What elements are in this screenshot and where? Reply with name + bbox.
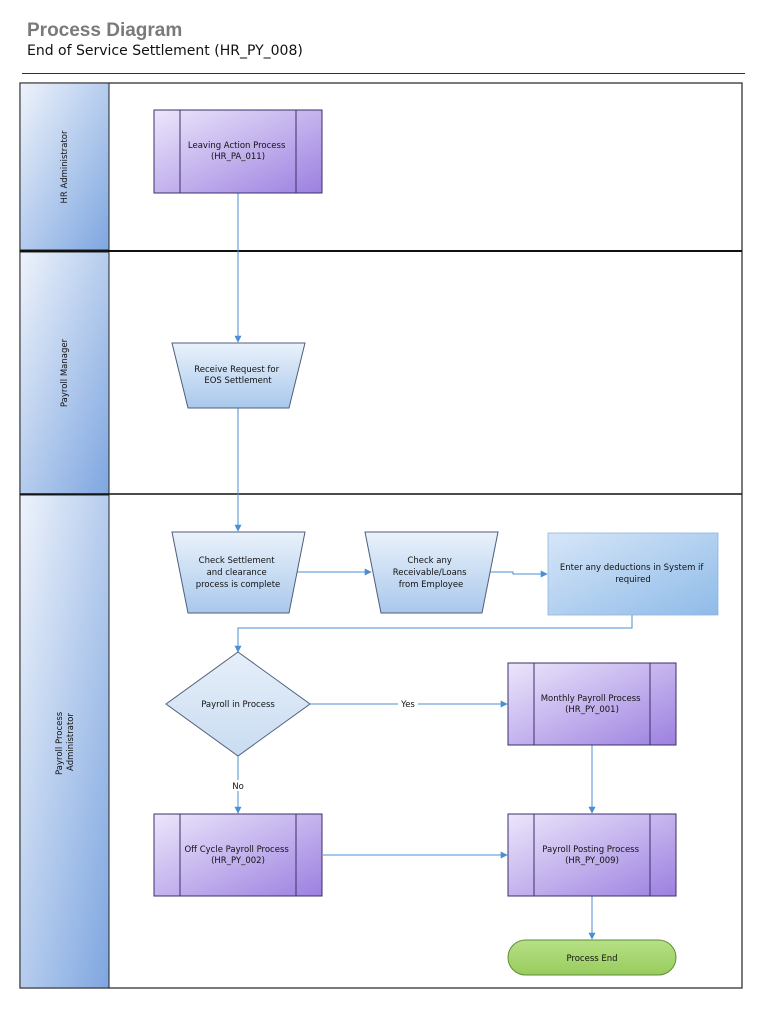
lane-header-hr-admin	[19, 82, 110, 251]
node-text-line: (HR_PY_001)	[565, 705, 619, 715]
node-text-line: (HR_PY_002)	[211, 856, 265, 866]
node-off-cycle-payroll: Off Cycle Payroll Process (HR_PY_002)	[153, 813, 323, 897]
node-text-line: process is complete	[196, 580, 281, 590]
node-check-settlement: Check Settlement and clearance process i…	[171, 531, 306, 614]
node-text-line: Check Settlement	[199, 556, 276, 566]
lane-label-payroll-manager: Payroll Manager	[60, 338, 70, 407]
lane-label-line: Administrator	[66, 713, 76, 771]
title-divider	[22, 73, 745, 74]
node-text-line: Payroll in Process	[201, 700, 275, 710]
node-text-line: from Employee	[399, 580, 464, 590]
lane-header-payroll-manager	[19, 251, 110, 495]
node-process-end: Process End	[507, 939, 677, 976]
lane-label-payroll-process-admin: Payroll Process Administrator	[55, 709, 76, 775]
edge-label-bg	[398, 699, 418, 709]
node-text-line: Off Cycle Payroll Process	[184, 845, 289, 855]
node-text-line: Monthly Payroll Process	[541, 694, 641, 704]
svg-text:Payroll Posting Process: Payroll Posting Process (HR_PY_009)	[542, 845, 642, 866]
svg-text:Enter any deductions in System: Enter any deductions in System if requir…	[560, 563, 706, 585]
node-text-line: EOS Settlement	[204, 376, 272, 386]
svg-text:Check Settlement and cle: Check Settlement and clearance process i…	[196, 556, 281, 590]
connectors	[234, 193, 633, 940]
node-text-line: (HR_PY_009)	[565, 856, 619, 866]
node-text-line: Payroll Posting Process	[542, 845, 639, 855]
svg-text:Leaving Action Process (: Leaving Action Process (HR_PA_011)	[188, 141, 288, 162]
edge-receivable-to-deductions	[489, 570, 548, 578]
node-payroll-in-process: Payroll in Process	[165, 651, 311, 757]
svg-text:Monthly Payroll Process: Monthly Payroll Process (HR_PY_001)	[541, 694, 644, 715]
node-text-line: Process End	[566, 954, 617, 964]
node-enter-deductions: Enter any deductions in System if requir…	[547, 532, 719, 616]
edge-label-no: No	[232, 782, 244, 792]
lane-header-payroll-process-admin	[19, 494, 110, 989]
node-text-line: Receivable/Loans	[393, 568, 467, 578]
node-text-line: Check any	[407, 556, 451, 566]
node-text-line: Leaving Action Process	[188, 141, 286, 151]
svg-text:Check any Receivable/Loa: Check any Receivable/Loans from Employee	[393, 556, 470, 590]
svg-text:Off Cycle Payroll Process: Off Cycle Payroll Process (HR_PY_002)	[184, 845, 291, 866]
node-text-line: (HR_PA_011)	[211, 152, 265, 162]
lane-label-hr-admin: HR Administrator	[60, 130, 70, 203]
node-check-receivable: Check any Receivable/Loans from Employee	[364, 531, 499, 614]
lane-label-line: Payroll Process	[55, 711, 65, 775]
svg-text:Receive Request for EOS: Receive Request for EOS Settlement	[194, 365, 282, 386]
node-text-line: Enter any deductions in System if	[560, 563, 705, 573]
node-receive-request: Receive Request for EOS Settlement	[171, 342, 306, 409]
node-text-line: Receive Request for	[194, 365, 279, 375]
node-text-line: and clearance	[207, 568, 267, 578]
page-subtitle: End of Service Settlement (HR_PY_008)	[27, 43, 303, 59]
node-payroll-posting: Payroll Posting Process (HR_PY_009)	[507, 813, 677, 897]
edge-label-bg	[229, 780, 247, 791]
edge-label-yes: Yes	[400, 700, 415, 710]
node-text-line: required	[615, 575, 651, 585]
edge-deductions-to-decision	[234, 615, 633, 653]
node-monthly-payroll: Monthly Payroll Process (HR_PY_001)	[507, 662, 677, 746]
node-leaving-action: Leaving Action Process (HR_PA_011)	[153, 109, 323, 194]
page-title: Process Diagram	[27, 20, 183, 41]
